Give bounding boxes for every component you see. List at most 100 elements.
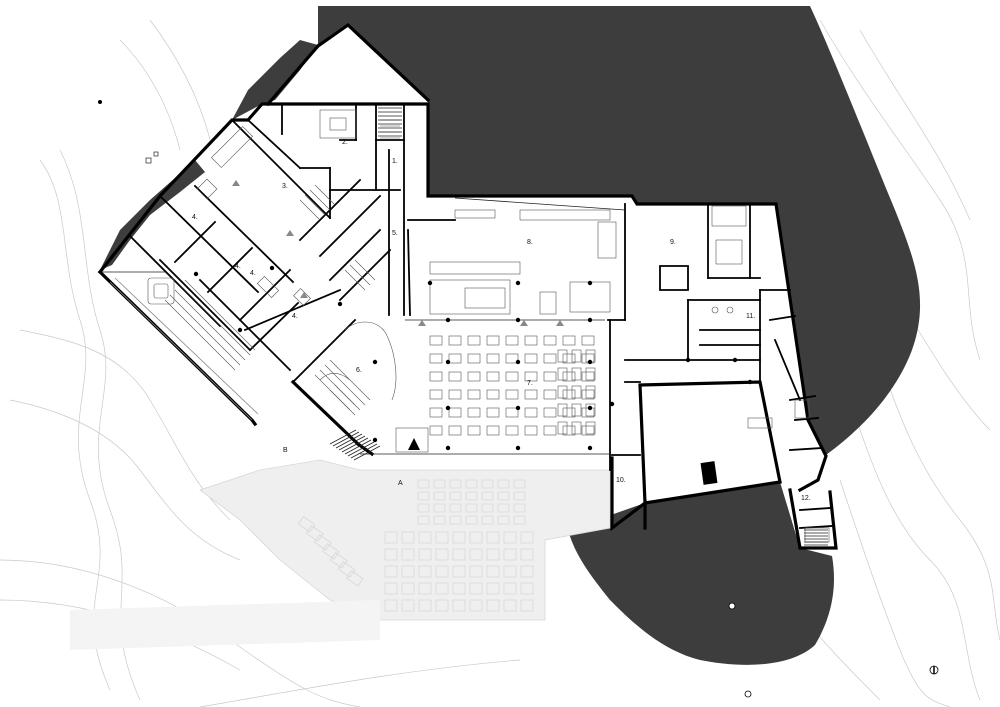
terrace-chair [384, 599, 398, 612]
dining-table [429, 371, 443, 382]
terrace-chair [469, 548, 483, 561]
dining-table [448, 335, 462, 346]
room-label-10: 10. [616, 477, 626, 484]
terrace-chair [469, 565, 483, 578]
dining-table [505, 335, 519, 346]
dining-table [505, 389, 519, 400]
terrace-chair [469, 599, 483, 612]
room-label-9: 9. [670, 239, 676, 246]
stair-tread [332, 431, 360, 447]
room-label-8: 8. [527, 239, 533, 246]
column [587, 280, 593, 286]
terrace-chair [449, 515, 462, 525]
dining-table [429, 425, 443, 436]
terrace-chair [520, 531, 534, 544]
column [747, 379, 753, 385]
stair-tread [353, 445, 381, 461]
terrace-lounger [313, 534, 332, 551]
entry-marker-4 [232, 180, 240, 186]
column [269, 265, 275, 271]
column [372, 359, 378, 365]
entrance-label-a: A [398, 480, 403, 487]
stair-tread [347, 441, 375, 457]
terrace-chair [401, 599, 415, 612]
terrace-chair [384, 565, 398, 578]
terrace-chair [384, 548, 398, 561]
dining-table [448, 425, 462, 436]
dining-table [448, 407, 462, 418]
room-label-11: 11. [746, 313, 755, 320]
dining-table [543, 335, 557, 346]
dining-table [571, 367, 582, 381]
terrace-chair [452, 531, 466, 544]
dining-table [524, 371, 538, 382]
dining-table [486, 371, 500, 382]
entry-marker-2 [520, 320, 528, 326]
dining-table [429, 407, 443, 418]
column [685, 357, 691, 363]
dining-table [562, 425, 576, 436]
room-labels: 1. 2. 3. 4. 4. 4. 4. 5. 6. 7. 8. 9. 10. … [192, 139, 811, 502]
terrace-chair [469, 531, 483, 544]
terrace-chair [401, 582, 415, 595]
terrace-chair [486, 531, 500, 544]
dining-table [429, 335, 443, 346]
terrace-chair [497, 491, 510, 501]
dining-table [585, 421, 596, 435]
dining-table [571, 349, 582, 363]
glazing [100, 197, 626, 455]
column [193, 271, 199, 277]
dining-table [467, 425, 481, 436]
terrace-chair [481, 491, 494, 501]
terrace-chair [465, 515, 478, 525]
columns [193, 265, 753, 451]
column [587, 359, 593, 365]
terrace-chair [503, 548, 517, 561]
terrace-chair [486, 565, 500, 578]
column [732, 357, 738, 363]
terrace-lounger [345, 570, 364, 587]
terrace-chair [520, 599, 534, 612]
terrace-chair [465, 479, 478, 489]
terrace-chair [481, 515, 494, 525]
tree-icon [98, 100, 102, 104]
dining-table [557, 421, 568, 435]
dining-table [585, 385, 596, 399]
room-label-12: 12. [801, 495, 811, 502]
terrace-chair [433, 515, 446, 525]
terrace-chair [449, 503, 462, 513]
room-label-4d: 4. [292, 313, 298, 320]
terrace-chair [435, 531, 449, 544]
dining-table [486, 407, 500, 418]
terrace-chair [486, 582, 500, 595]
dining-table [571, 385, 582, 399]
dining-table [571, 403, 582, 417]
terrace-chair [503, 582, 517, 595]
dining-table [581, 335, 595, 346]
column [445, 405, 451, 411]
dining-table [505, 353, 519, 364]
terrace-chair [401, 548, 415, 561]
column [445, 317, 451, 323]
entry-marker-1 [418, 320, 426, 326]
dining-table [467, 335, 481, 346]
dining-table [543, 371, 557, 382]
terrace-chair [513, 491, 526, 501]
terrace-chair [520, 582, 534, 595]
dining-table [524, 335, 538, 346]
terrace-chair [497, 515, 510, 525]
rock-north [318, 6, 921, 455]
terrace-chair [433, 479, 446, 489]
terrace-chair [417, 503, 430, 513]
dining-table [486, 353, 500, 364]
dining-table [581, 353, 595, 364]
stair-tread [341, 437, 369, 453]
terrace-chair [486, 548, 500, 561]
dining-table [557, 403, 568, 417]
dining-table [585, 403, 596, 417]
column [445, 445, 451, 451]
exterior-walls [97, 22, 838, 550]
dining-table [429, 353, 443, 364]
dining-table [562, 371, 576, 382]
column [587, 445, 593, 451]
